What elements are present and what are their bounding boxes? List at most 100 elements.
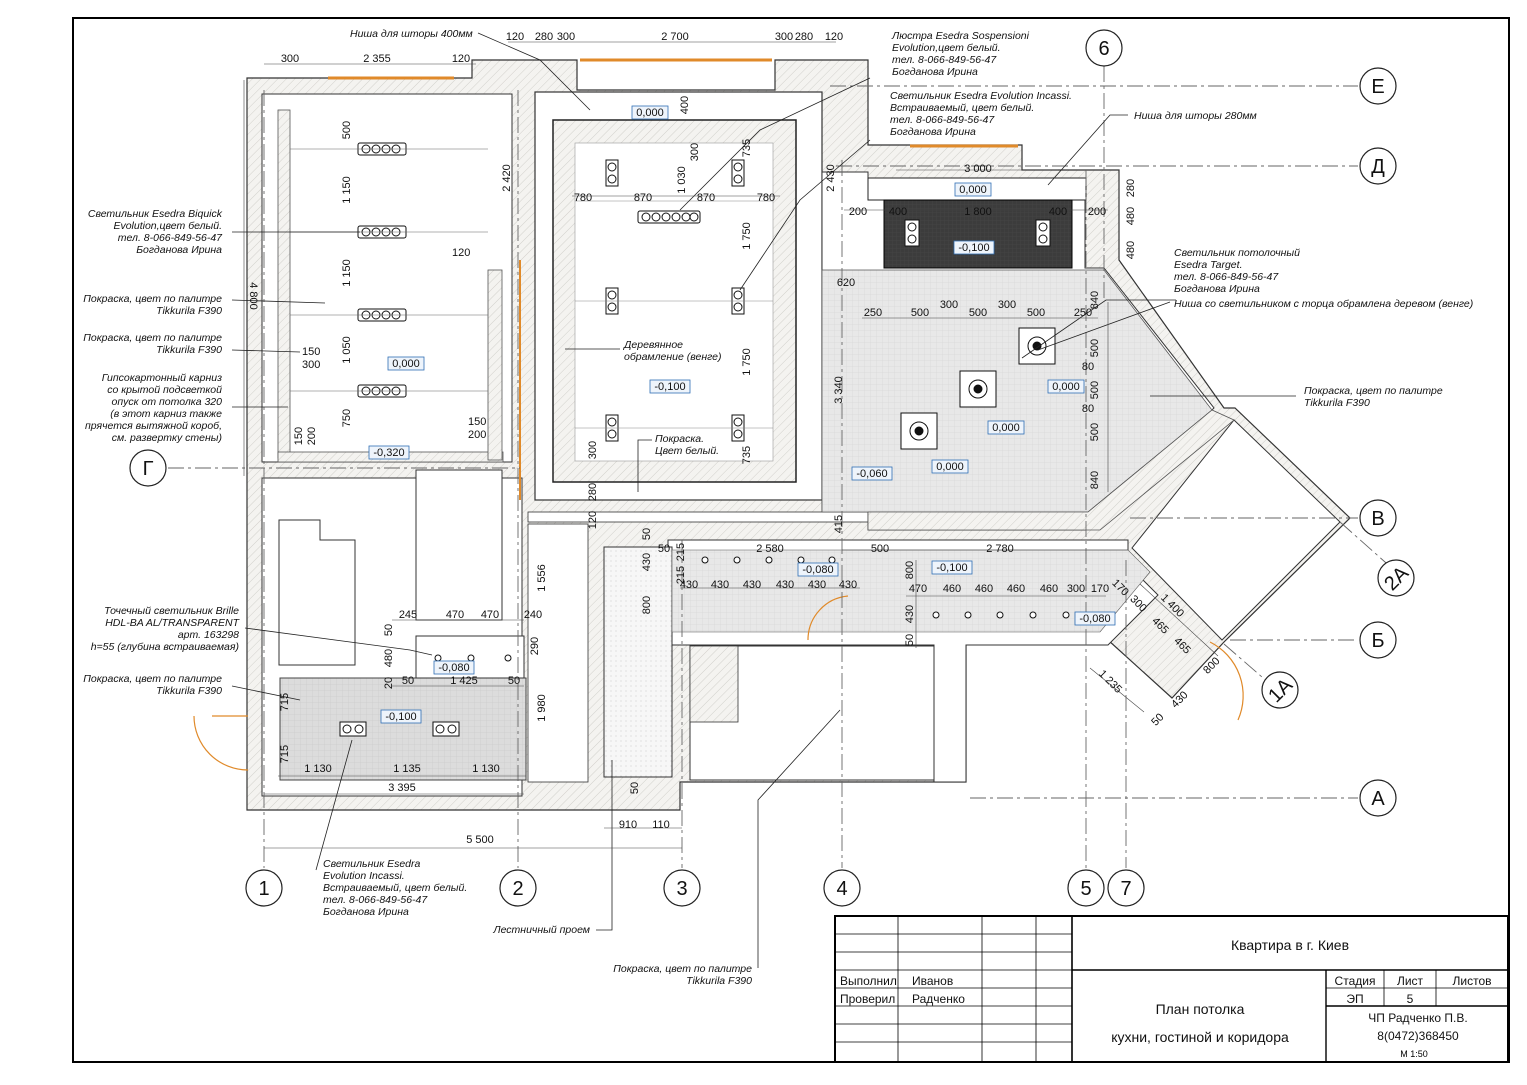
- dim-735b: 735: [741, 446, 753, 464]
- tb-stage: ЭП: [1346, 992, 1363, 1006]
- dim-row470-2: 460: [975, 583, 993, 595]
- axis-label-5: 5: [1080, 878, 1091, 900]
- svg-text:h=55 (глубина встраиваемая): h=55 (глубина встраиваемая): [91, 641, 239, 653]
- svg-text:0,000: 0,000: [1052, 381, 1080, 393]
- tb-sheets-header: Листов: [1453, 974, 1492, 988]
- dim-400: 400: [679, 96, 691, 114]
- dim-2580: 2 580: [756, 543, 784, 555]
- svg-text:Покраска, цвет по палитре: Покраска, цвет по палитре: [83, 332, 222, 344]
- note-curtain-400: Ниша для шторы 400мм: [350, 28, 473, 40]
- note-target: Светильник потолочный Esedra Target. тел…: [1174, 247, 1300, 295]
- dim-110: 110: [652, 819, 670, 831]
- dim-480b: 480: [1125, 241, 1137, 259]
- level-m0320: -0,320: [368, 445, 410, 460]
- incassi-spot-6: [731, 414, 745, 442]
- dim-500: 500: [341, 121, 353, 139]
- dim-840b: 840: [1089, 471, 1101, 489]
- svg-text:Evolution Incassi.: Evolution Incassi.: [323, 870, 405, 882]
- dim-400c: 400: [1049, 206, 1067, 218]
- dim-20: 20: [383, 677, 395, 689]
- svg-text:Встраиваемый, цвет белый.: Встраиваемый, цвет белый.: [323, 882, 467, 894]
- dim-50b: 50: [658, 543, 670, 555]
- svg-text:Встраиваемый, цвет белый.: Встраиваемый, цвет белый.: [890, 102, 1034, 114]
- tb-phone: 8(0472)368450: [1377, 1029, 1459, 1043]
- dim-715b: 715: [279, 745, 291, 763]
- note-incassi-top: Светильник Esedra Evolution Incassi. Вст…: [890, 90, 1072, 138]
- dim-row470-3: 460: [1007, 583, 1025, 595]
- svg-text:тел. 8-066-849-56-47: тел. 8-066-849-56-47: [890, 114, 995, 126]
- svg-text:Покраска, цвет по палитре: Покраска, цвет по палитре: [83, 673, 222, 685]
- svg-text:Покраска, цвет по палитре: Покраска, цвет по палитре: [613, 963, 752, 975]
- incassi-spot-1: [605, 159, 619, 187]
- note-paint-2: Покраска, цвет по палитре Tikkurila F390: [83, 332, 222, 356]
- dim-300a: 300: [302, 359, 320, 371]
- dim-row430-4: 430: [808, 579, 826, 591]
- svg-text:-0,080: -0,080: [1079, 613, 1110, 625]
- dim-500v2: 500: [1089, 381, 1101, 399]
- dim-row430-3: 430: [776, 579, 794, 591]
- svg-text:Tikkurila F390: Tikkurila F390: [156, 344, 222, 356]
- dim-50d: 50: [1149, 711, 1166, 728]
- fixtures: [290, 142, 1056, 737]
- svg-text:Светильник Esedra: Светильник Esedra: [323, 858, 421, 870]
- dim-470b: 470: [481, 609, 499, 621]
- dim-top-left-2: 120: [452, 53, 470, 65]
- axis-bubble-3: [663, 869, 701, 907]
- axis-bubble-G: [129, 449, 167, 487]
- dim-3000: 3 000: [964, 163, 992, 175]
- svg-text:Покраска.: Покраска.: [655, 433, 704, 445]
- svg-text:арт. 163298: арт. 163298: [178, 629, 239, 641]
- dim-150a: 150: [302, 346, 320, 358]
- tb-sheet-title-2: кухни, гостиной и коридора: [1111, 1029, 1289, 1045]
- dim-1135: 1 135: [393, 763, 421, 775]
- level-m0100-cor: -0,100: [931, 560, 973, 575]
- leader-lines: [231, 32, 1296, 968]
- axis-bubble-2: [499, 869, 537, 907]
- dim-300b: 300: [689, 143, 701, 161]
- dim-800b: 800: [641, 596, 653, 614]
- svg-text:прячется вытяжной короб,: прячется вытяжной короб,: [85, 420, 222, 432]
- dim-400b: 400: [889, 206, 907, 218]
- tb-sheet-header: Лист: [1397, 974, 1424, 988]
- dim-200c: 200: [849, 206, 867, 218]
- dim-800v: 800: [904, 561, 916, 579]
- bath-spot-1: [339, 721, 367, 737]
- dim-290: 290: [529, 637, 541, 655]
- level-000-s2: 0,000: [987, 420, 1025, 435]
- note-cornice: Гипсокартонный карниз со крытой подсветк…: [85, 372, 222, 444]
- axis-bubble-1A: [1261, 671, 1299, 709]
- incassi-spot-2: [731, 159, 745, 187]
- dim-1750a: 1 750: [741, 222, 753, 250]
- brille-spots: [434, 556, 1070, 662]
- svg-text:Богданова Ирина: Богданова Ирина: [1174, 283, 1260, 295]
- dim-1980: 1 980: [536, 694, 548, 722]
- dim-1556: 1 556: [536, 564, 548, 592]
- title-block: Квартира в г. Киев Выполнил Иванов Прове…: [834, 915, 1509, 1063]
- dim-50g: 50: [508, 675, 520, 687]
- axis-label-6: 6: [1098, 38, 1109, 60]
- svg-text:Evolution,цвет белый.: Evolution,цвет белый.: [113, 220, 222, 232]
- dim-1130b: 1 130: [472, 763, 500, 775]
- axis-label-D: Д: [1371, 156, 1385, 178]
- dim-735a: 735: [741, 139, 753, 157]
- doors: [193, 595, 1244, 771]
- niche-spot-2: [1035, 219, 1051, 247]
- axis-bubble-7: [1107, 869, 1145, 907]
- dim-215a: 215: [675, 543, 687, 561]
- note-paint-4: Покраска, цвет по палитре Tikkurila F390: [83, 673, 222, 697]
- dim-top-left-1: 2 355: [363, 53, 391, 65]
- dim-1235: 1 235: [1096, 668, 1124, 696]
- dim-500v1: 500: [1089, 339, 1101, 357]
- dim-50f: 50: [402, 675, 414, 687]
- niche-spot-1: [904, 219, 920, 247]
- axis-bubble-5: [1067, 869, 1105, 907]
- axis-label-7: 7: [1120, 878, 1131, 900]
- dim-120b: 120: [452, 247, 470, 259]
- dim-top-mid-2: 300: [557, 31, 575, 43]
- dim-780b: 780: [757, 192, 775, 204]
- level-m0100-niche: -0,100: [953, 240, 995, 255]
- level-m0100-bath: -0,100: [380, 709, 422, 724]
- dim-50a: 50: [641, 528, 653, 540]
- level-000-s1: 0,000: [1047, 379, 1085, 394]
- dim-1050: 1 050: [341, 336, 353, 364]
